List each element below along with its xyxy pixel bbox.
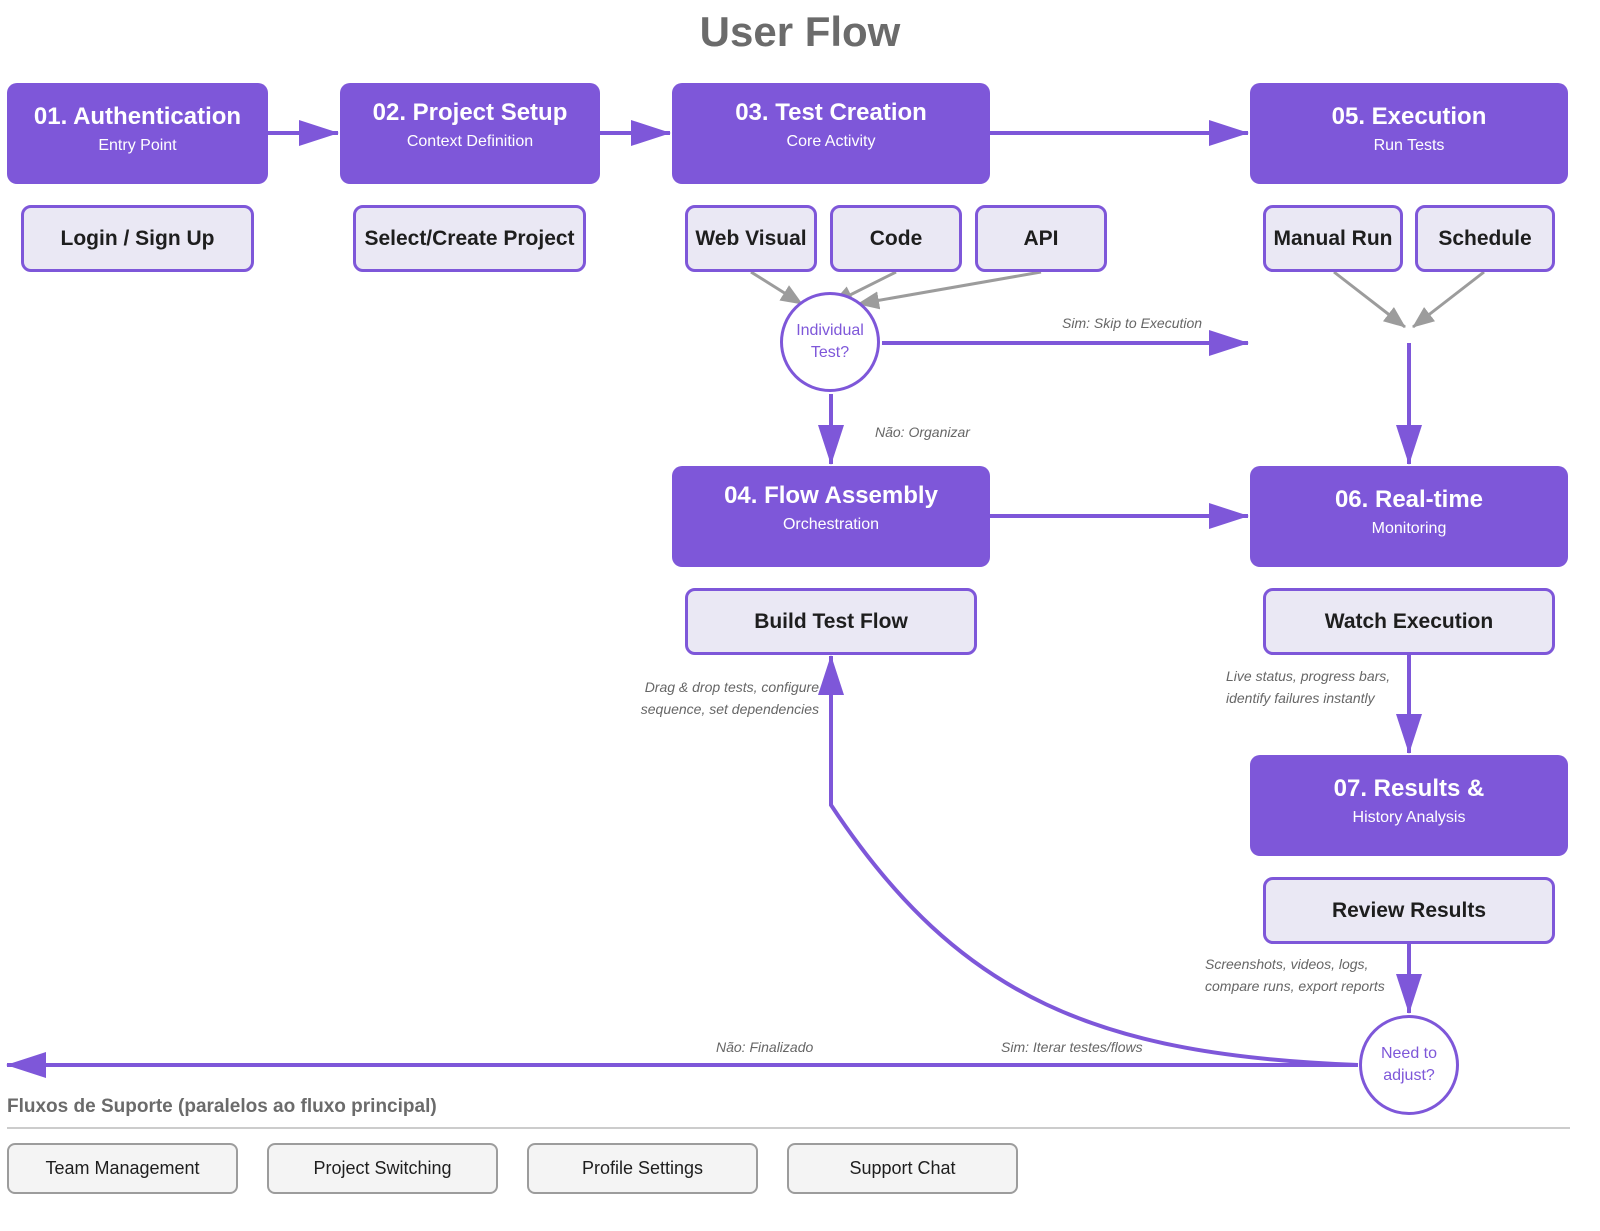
step-schedule[interactable]: Schedule bbox=[1415, 205, 1555, 272]
decision-line: adjust? bbox=[1383, 1067, 1435, 1084]
stage-subtitle: History Analysis bbox=[1352, 809, 1466, 826]
stage-subtitle: Core Activity bbox=[786, 133, 876, 150]
support-project-switching[interactable]: Project Switching bbox=[267, 1143, 498, 1194]
stage-flow-assembly[interactable]: 04. Flow Assembly Orchestration bbox=[672, 466, 990, 567]
arrow-iterate-loop bbox=[818, 655, 1359, 1067]
support-team-management[interactable]: Team Management bbox=[7, 1143, 238, 1194]
note-line: identify failures instantly bbox=[1226, 690, 1375, 706]
note-line: Drag & drop tests, configure bbox=[644, 679, 819, 695]
step-web-visual[interactable]: Web Visual bbox=[685, 205, 817, 272]
support-profile-settings[interactable]: Profile Settings bbox=[527, 1143, 758, 1194]
step-select-project[interactable]: Select/Create Project bbox=[353, 205, 586, 272]
note-watch: Live status, progress bars, identify fai… bbox=[1226, 665, 1390, 709]
page-title: User Flow bbox=[699, 8, 901, 55]
stage-subtitle: Monitoring bbox=[1371, 520, 1447, 537]
note-line: Screenshots, videos, logs, bbox=[1205, 956, 1369, 972]
stage-results[interactable]: 07. Results & History Analysis bbox=[1250, 755, 1568, 856]
step-manual-run[interactable]: Manual Run bbox=[1263, 205, 1403, 272]
step-login[interactable]: Login / Sign Up bbox=[21, 205, 254, 272]
stage-title: 07. Results & bbox=[1333, 775, 1485, 802]
edge-label-skip-execution: Sim: Skip to Execution bbox=[1062, 315, 1203, 331]
note-line: compare runs, export reports bbox=[1205, 978, 1385, 994]
decision-line: Test? bbox=[810, 344, 850, 361]
support-section-title: Fluxos de Suporte (paralelos ao fluxo pr… bbox=[7, 1096, 437, 1117]
decision-line: Need to bbox=[1380, 1045, 1438, 1062]
stage-project-setup[interactable]: 02. Project Setup Context Definition bbox=[340, 83, 600, 184]
stage-title: 01. Authentication bbox=[33, 103, 242, 130]
step-api[interactable]: API bbox=[975, 205, 1107, 272]
arrow-web-to-decision bbox=[750, 270, 803, 306]
edge-label-finalized: Não: Finalizado bbox=[716, 1039, 814, 1055]
stage-authentication[interactable]: 01. Authentication Entry Point bbox=[7, 83, 268, 184]
step-build-flow[interactable]: Build Test Flow bbox=[685, 588, 977, 655]
edge-label-organize: Não: Organizar bbox=[875, 424, 970, 440]
step-review-results[interactable]: Review Results bbox=[1263, 877, 1555, 944]
note-line: Live status, progress bars, bbox=[1226, 668, 1391, 684]
decision-line: Individual bbox=[796, 322, 864, 339]
arrow-manual-to-merge bbox=[1333, 270, 1406, 329]
stage-test-creation[interactable]: 03. Test Creation Core Activity bbox=[672, 83, 990, 184]
note-build-flow: Drag & drop tests, configure sequence, s… bbox=[600, 676, 819, 720]
stage-subtitle: Orchestration bbox=[782, 516, 880, 533]
edge-label-iterate: Sim: Iterar testes/flows bbox=[1001, 1039, 1143, 1055]
decision-individual-test[interactable]: Individual Test? bbox=[780, 292, 880, 392]
stage-subtitle: Run Tests bbox=[1373, 137, 1445, 154]
decision-need-adjust[interactable]: Need to adjust? bbox=[1359, 1015, 1459, 1115]
stage-subtitle: Entry Point bbox=[98, 137, 177, 154]
stage-title: 03. Test Creation bbox=[735, 99, 927, 126]
stage-title: 04. Flow Assembly bbox=[724, 482, 938, 509]
stage-title: 05. Execution bbox=[1331, 103, 1487, 130]
stage-execution[interactable]: 05. Execution Run Tests bbox=[1250, 83, 1568, 184]
arrow-api-to-decision bbox=[857, 270, 1042, 310]
support-divider bbox=[7, 1127, 1570, 1129]
step-watch-execution[interactable]: Watch Execution bbox=[1263, 588, 1555, 655]
stage-subtitle: Context Definition bbox=[406, 133, 534, 150]
support-chat[interactable]: Support Chat bbox=[787, 1143, 1018, 1194]
note-line: sequence, set dependencies bbox=[640, 701, 819, 717]
stage-realtime[interactable]: 06. Real-time Monitoring bbox=[1250, 466, 1568, 567]
stage-title: 06. Real-time bbox=[1334, 486, 1484, 513]
arrow-schedule-to-merge bbox=[1412, 270, 1485, 329]
note-review: Screenshots, videos, logs, compare runs,… bbox=[1205, 953, 1385, 997]
stage-title: 02. Project Setup bbox=[372, 99, 568, 126]
step-code[interactable]: Code bbox=[830, 205, 962, 272]
